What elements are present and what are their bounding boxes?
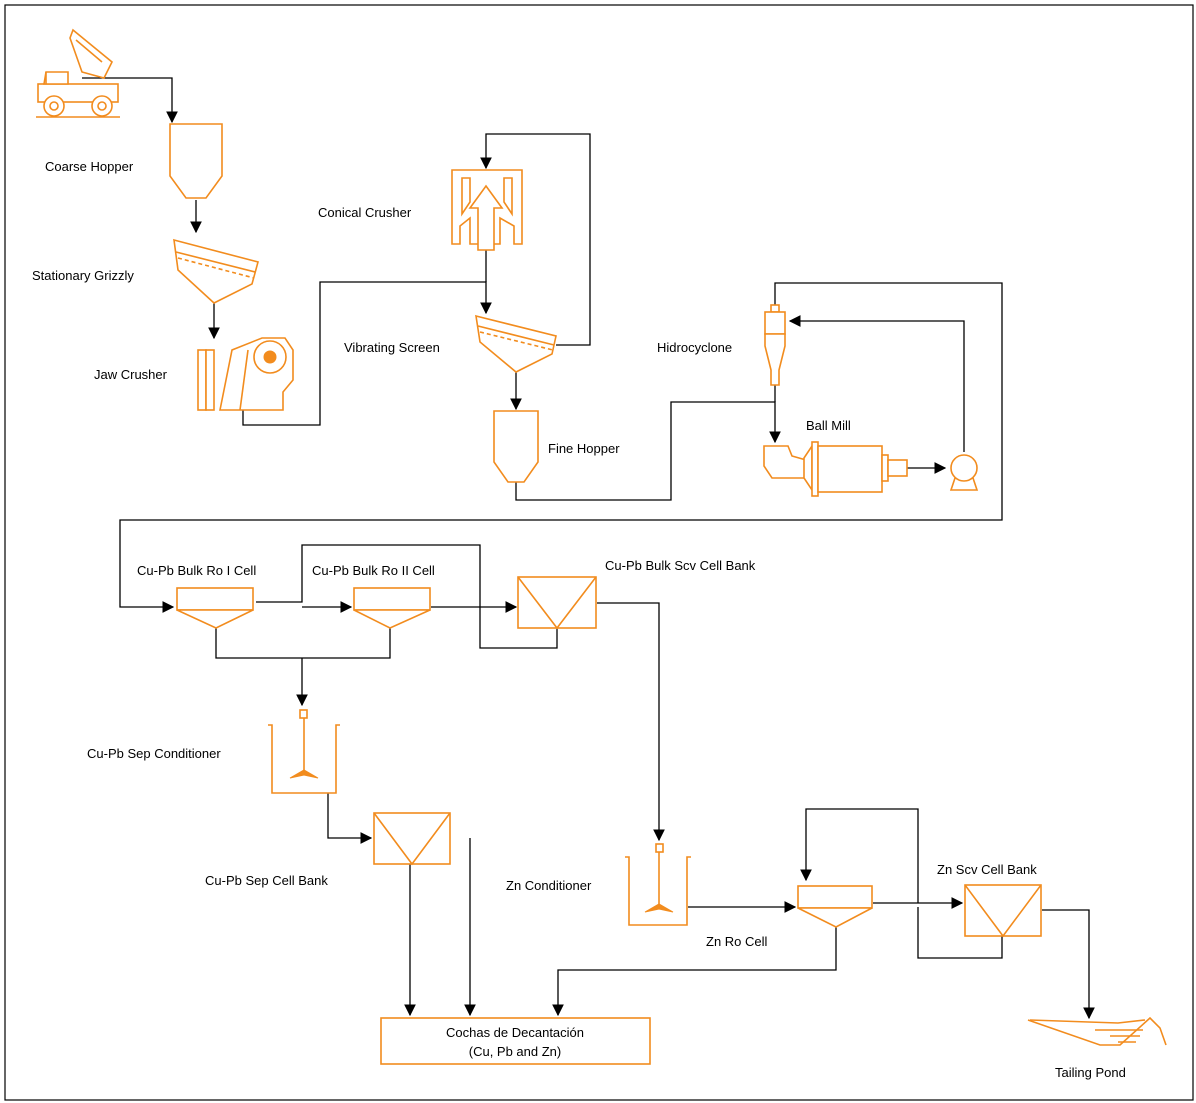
bulk-scv-cell-bank xyxy=(517,576,597,630)
flow-scv-to-zn-conditioner xyxy=(597,602,665,842)
label-cochas-line1: Cochas de Decantación xyxy=(446,1025,584,1040)
label-zn-conditioner: Zn Conditioner xyxy=(506,878,592,893)
label-ball-mill: Ball Mill xyxy=(806,418,851,433)
label-stationary-grizzly: Stationary Grizzly xyxy=(32,268,134,283)
flow-cyclone-to-ro1 xyxy=(119,282,1003,613)
tailing-pond-icon xyxy=(1027,1016,1167,1046)
ball-mill xyxy=(763,441,908,497)
flow-screen-to-cone xyxy=(480,133,591,346)
cochas-box xyxy=(380,1017,651,1065)
label-coarse-hopper: Coarse Hopper xyxy=(45,159,134,174)
flow-ro1-tails xyxy=(256,544,558,649)
label-jaw-crusher: Jaw Crusher xyxy=(94,367,168,382)
flow-lines xyxy=(82,77,1095,1020)
flow-zn-conc-to-cochas xyxy=(552,927,837,1017)
flow-conditioner-to-sep-bank xyxy=(327,793,373,844)
label-sep-cell-bank: Cu-Pb Sep Cell Bank xyxy=(205,873,328,888)
pump-icon xyxy=(949,454,979,491)
label-bulk-scv: Cu-Pb Bulk Scv Cell Bank xyxy=(605,558,756,573)
conical-crusher xyxy=(451,169,523,251)
label-hidrocyclone: Hidrocyclone xyxy=(657,340,732,355)
label-tailing-pond: Tailing Pond xyxy=(1055,1065,1126,1080)
label-bulk-ro2: Cu-Pb Bulk Ro II Cell xyxy=(312,563,435,578)
zn-conditioner xyxy=(625,843,691,926)
label-fine-hopper: Fine Hopper xyxy=(548,441,620,456)
diagram-frame xyxy=(4,4,1194,1101)
sep-conditioner xyxy=(268,709,340,794)
flow-zn-recycle xyxy=(800,808,919,903)
label-vibrating-screen: Vibrating Screen xyxy=(344,340,440,355)
flow-truck-to-hopper xyxy=(82,77,178,124)
zn-scv-cell-bank xyxy=(964,884,1042,938)
flow-zn-scv-to-tailing xyxy=(1042,909,1095,1020)
dump-truck-icon xyxy=(36,28,120,118)
flow-pump-to-cyclone xyxy=(788,315,965,452)
jaw-crusher xyxy=(197,337,294,411)
bulk-ro2-cell xyxy=(353,587,431,629)
bulk-ro1-cell xyxy=(176,587,254,629)
label-zn-scv: Zn Scv Cell Bank xyxy=(937,862,1037,877)
coarse-hopper xyxy=(169,123,223,199)
hidrocyclone xyxy=(764,304,786,386)
flow-jaw-to-screen xyxy=(242,281,492,426)
stationary-grizzly xyxy=(173,238,259,304)
sep-cell-bank xyxy=(373,812,451,866)
label-cochas-line2: (Cu, Pb and Zn) xyxy=(469,1044,562,1059)
flow-zn-ro-loop-a xyxy=(917,907,1003,959)
label-conical-crusher: Conical Crusher xyxy=(318,205,412,220)
zn-ro-cell xyxy=(797,885,873,928)
flow-fine-hopper-to-mill xyxy=(515,401,781,501)
label-zn-ro-cell: Zn Ro Cell xyxy=(706,934,768,949)
label-sep-conditioner: Cu-Pb Sep Conditioner xyxy=(87,746,221,761)
fine-hopper xyxy=(493,410,539,483)
label-bulk-ro1: Cu-Pb Bulk Ro I Cell xyxy=(137,563,256,578)
flow-bulk-conc xyxy=(215,628,391,659)
labels: Coarse Hopper Stationary Grizzly Jaw Cru… xyxy=(32,159,1126,1080)
vibrating-screen xyxy=(475,314,557,373)
